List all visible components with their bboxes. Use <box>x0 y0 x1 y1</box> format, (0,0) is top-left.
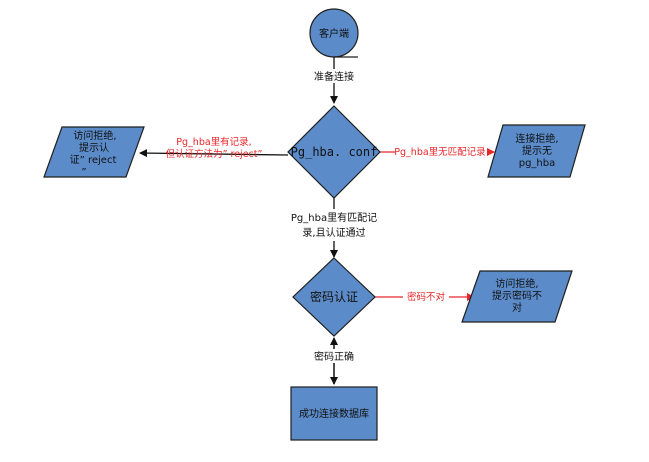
node-pghba-label: Pg_hba. conf <box>291 145 378 159</box>
reject-password-line-3: 对 <box>512 301 522 314</box>
edge-label-bg-wrong-password <box>403 289 449 303</box>
node-client-label: 客户端 <box>319 27 349 40</box>
node-success: 成功连接数据库 <box>290 386 378 441</box>
node-success-label: 成功连接数据库 <box>299 407 369 420</box>
reject-left-line-2: 提示认 <box>79 141 109 154</box>
reject-password-line-1: 访问拒绝, <box>495 277 538 290</box>
edge-label-bg-correct-password <box>306 349 362 363</box>
reject-left-line-3: 证” reject <box>70 154 117 166</box>
node-password-decision: 密码认证 <box>292 257 376 337</box>
edge-label-prepare: 准备连接 <box>314 70 354 83</box>
edge-label-matched-reject-2: 但认证方法为” reject” <box>166 148 263 160</box>
reject-password-line-2: 提示密码不 <box>492 289 542 302</box>
edge-label-bg-no-match <box>395 144 487 158</box>
node-client: 客户端 <box>309 8 359 58</box>
edge-label-matched-reject-1: Pg_hba里有记录, <box>176 136 251 148</box>
reject-right-line-2: 提示无 <box>522 145 552 157</box>
reject-left-line-1: 访问拒绝, <box>73 129 116 142</box>
edge-label-correct-password: 密码正确 <box>314 350 354 363</box>
edge-label-wrong-password: 密码不对 <box>407 291 446 303</box>
edge-pghba-to-reject-left <box>139 149 289 158</box>
reject-right-line-1: 连接拒绝, <box>515 132 558 145</box>
edge-label-bg-matched-pass <box>290 209 378 241</box>
node-reject-left: 访问拒绝, 提示认 证” reject ” <box>43 126 145 178</box>
edge-label-bg-prepare <box>302 69 366 83</box>
node-pghba-decision: Pg_hba. conf <box>287 105 381 199</box>
reject-right-line-3: pg_hba <box>519 158 556 169</box>
reject-left-line-4: ” <box>81 167 86 178</box>
node-password-label: 密码认证 <box>310 289 358 304</box>
edge-label-matched-pass-1: Pg_hba里有匹配记 <box>291 211 377 224</box>
node-reject-password: 访问拒绝, 提示密码不 对 <box>461 270 573 323</box>
edge-label-no-match: Pg_hba里无匹配记录 <box>394 146 486 158</box>
node-reject-right: 连接拒绝, 提示无 pg_hba <box>487 124 586 178</box>
edge-label-matched-pass-2: 录,且认证通过 <box>302 226 365 239</box>
